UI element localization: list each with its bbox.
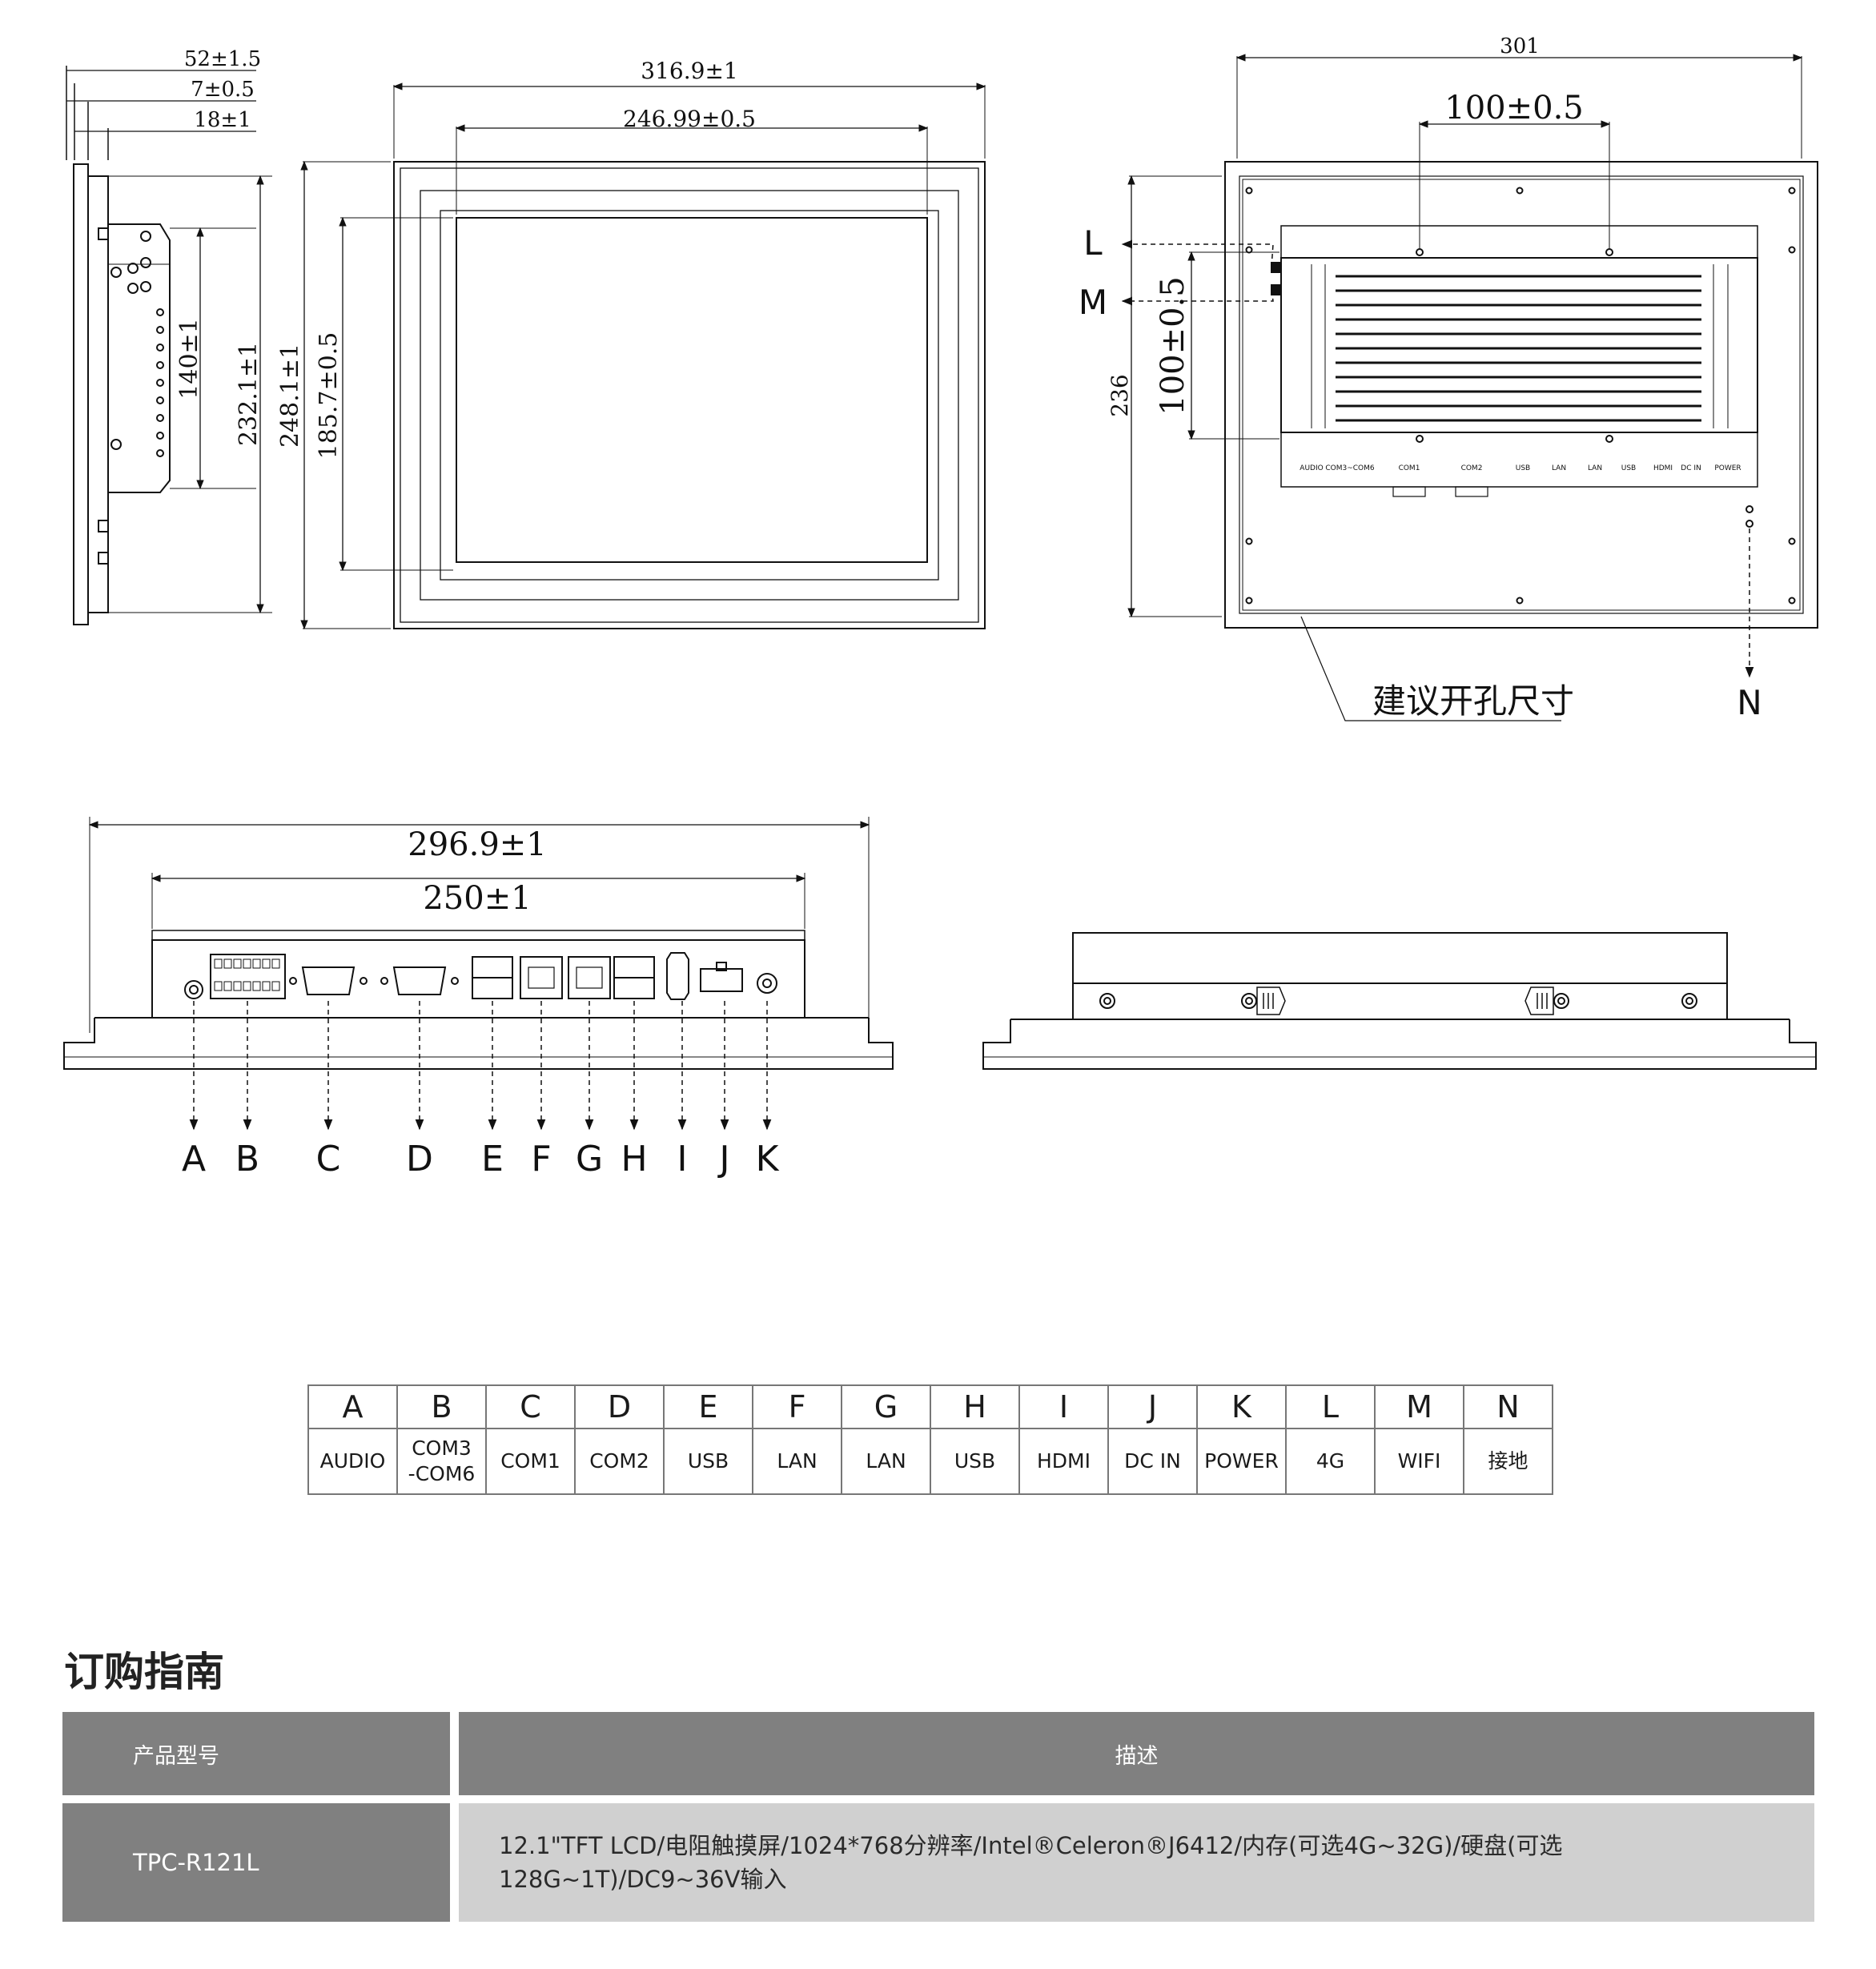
port-legend-table: A B C D E F G H I J K L M N AUDIO COM3 -… bbox=[307, 1384, 1553, 1495]
port-name-cell: LAN bbox=[752, 1428, 842, 1495]
side-view bbox=[66, 66, 272, 625]
port-letter-cell: B bbox=[396, 1384, 487, 1429]
rear-view bbox=[1121, 54, 1818, 721]
port-letter-cell: L bbox=[1285, 1384, 1376, 1429]
callout-label-l: L bbox=[1083, 223, 1103, 263]
front-view bbox=[300, 82, 986, 630]
port-name-cell: AUDIO bbox=[307, 1428, 398, 1495]
dim-side-body-height: 232.1±1 bbox=[235, 342, 263, 446]
port-name-cell: COM1 bbox=[485, 1428, 576, 1495]
callout-letter: E bbox=[481, 1139, 504, 1179]
port-letter-cell: C bbox=[485, 1384, 576, 1429]
dim-bottom-port-span: 250±1 bbox=[423, 880, 531, 917]
port-name-cell: DC IN bbox=[1107, 1428, 1198, 1495]
dim-rear-vesa-vertical: 100±0.5 bbox=[1155, 276, 1191, 415]
callout-letter: B bbox=[235, 1139, 259, 1179]
rear-port-label: COM2 bbox=[1461, 464, 1483, 472]
port-letter-cell: N bbox=[1463, 1384, 1553, 1429]
rear-port-label: USB bbox=[1516, 464, 1530, 472]
port-name-cell: HDMI bbox=[1018, 1428, 1109, 1495]
order-row-model: TPC-R121L bbox=[62, 1803, 450, 1922]
callout-letter: D bbox=[406, 1139, 433, 1179]
top-view bbox=[982, 932, 1817, 1070]
bottom-callout-letters: A B C D E F G H I J K bbox=[182, 1139, 780, 1179]
dim-side-bezel: 7±0.5 bbox=[191, 78, 255, 102]
rear-port-label-strip: AUDIO COM3~COM6 COM1 COM2 USB LAN LAN US… bbox=[1300, 464, 1741, 472]
dim-side-depth: 52±1.5 bbox=[184, 47, 261, 71]
dim-rear-vesa-horizontal: 100±0.5 bbox=[1444, 90, 1583, 127]
port-letter-cell: F bbox=[752, 1384, 842, 1429]
callout-letter: J bbox=[717, 1139, 730, 1179]
port-name-cell: 接地 bbox=[1463, 1428, 1553, 1495]
port-letter-cell: H bbox=[930, 1384, 1020, 1429]
order-header-model: 产品型号 bbox=[62, 1712, 450, 1795]
dim-side-mount: 140±1 bbox=[175, 318, 203, 399]
callout-label-m: M bbox=[1079, 283, 1107, 322]
port-letter-cell: I bbox=[1018, 1384, 1109, 1429]
port-letter-cell: M bbox=[1374, 1384, 1464, 1429]
rear-port-label: AUDIO bbox=[1300, 464, 1323, 472]
dim-front-width: 316.9±1 bbox=[641, 58, 737, 84]
port-name-cell: WIFI bbox=[1374, 1428, 1464, 1495]
order-row-description: 12.1"TFT LCD/电阻触摸屏/1024*768分辨率/Intel®Cel… bbox=[459, 1803, 1814, 1922]
rear-port-label: DC IN bbox=[1681, 464, 1701, 472]
rear-port-label: COM1 bbox=[1399, 464, 1420, 472]
port-name-row: AUDIO COM3 -COM6 COM1 COM2 USB LAN LAN U… bbox=[307, 1428, 1553, 1495]
port-letter-row: A B C D E F G H I J K L M N bbox=[307, 1384, 1553, 1429]
port-name-cell: USB bbox=[930, 1428, 1020, 1495]
order-guide-title: 订购指南 bbox=[64, 1649, 224, 1695]
port-letter-cell: G bbox=[841, 1384, 931, 1429]
port-letter-cell: E bbox=[663, 1384, 753, 1429]
port-letter-cell: K bbox=[1196, 1384, 1287, 1429]
port-name-cell: 4G bbox=[1285, 1428, 1376, 1495]
callout-letter: F bbox=[531, 1139, 551, 1179]
order-header-description: 描述 bbox=[459, 1712, 1814, 1795]
rear-port-label: POWER bbox=[1714, 464, 1741, 472]
port-name-cell: POWER bbox=[1196, 1428, 1287, 1495]
rear-port-label: COM3~COM6 bbox=[1325, 464, 1375, 472]
rear-port-label: LAN bbox=[1588, 464, 1602, 472]
dim-front-height: 248.1±1 bbox=[276, 344, 304, 448]
callout-label-n: N bbox=[1737, 683, 1762, 722]
dim-rear-height: 236 bbox=[1107, 374, 1133, 416]
bottom-view bbox=[63, 817, 894, 1131]
port-letter-cell: D bbox=[574, 1384, 665, 1429]
port-letter-cell: A bbox=[307, 1384, 398, 1429]
dim-rear-width: 301 bbox=[1500, 34, 1540, 58]
dim-front-viewing-width: 246.99±0.5 bbox=[623, 106, 756, 132]
callout-letter: G bbox=[576, 1139, 603, 1179]
port-name-cell: USB bbox=[663, 1428, 753, 1495]
callout-letter: C bbox=[316, 1139, 341, 1179]
callout-letter: A bbox=[182, 1139, 206, 1179]
cutout-note: 建议开孔尺寸 bbox=[1372, 681, 1574, 721]
dim-front-viewing-height: 185.7±0.5 bbox=[315, 332, 343, 460]
dim-side-step: 18±1 bbox=[194, 108, 251, 132]
port-name-cell: LAN bbox=[841, 1428, 931, 1495]
callout-letter: H bbox=[621, 1139, 647, 1179]
rear-port-label: HDMI bbox=[1653, 464, 1673, 472]
callout-letter: I bbox=[677, 1139, 688, 1179]
port-letter-cell: J bbox=[1107, 1384, 1198, 1429]
callout-letter: K bbox=[756, 1139, 780, 1179]
port-name-cell: COM2 bbox=[574, 1428, 665, 1495]
rear-port-label: LAN bbox=[1552, 464, 1566, 472]
technical-drawing: 52±1.5 7±0.5 18±1 140±1 232.1±1 316.9±1 … bbox=[63, 34, 1818, 1179]
port-name-cell: COM3 -COM6 bbox=[396, 1428, 487, 1495]
dim-bottom-total-width: 296.9±1 bbox=[408, 826, 546, 863]
rear-port-label: USB bbox=[1621, 464, 1636, 472]
